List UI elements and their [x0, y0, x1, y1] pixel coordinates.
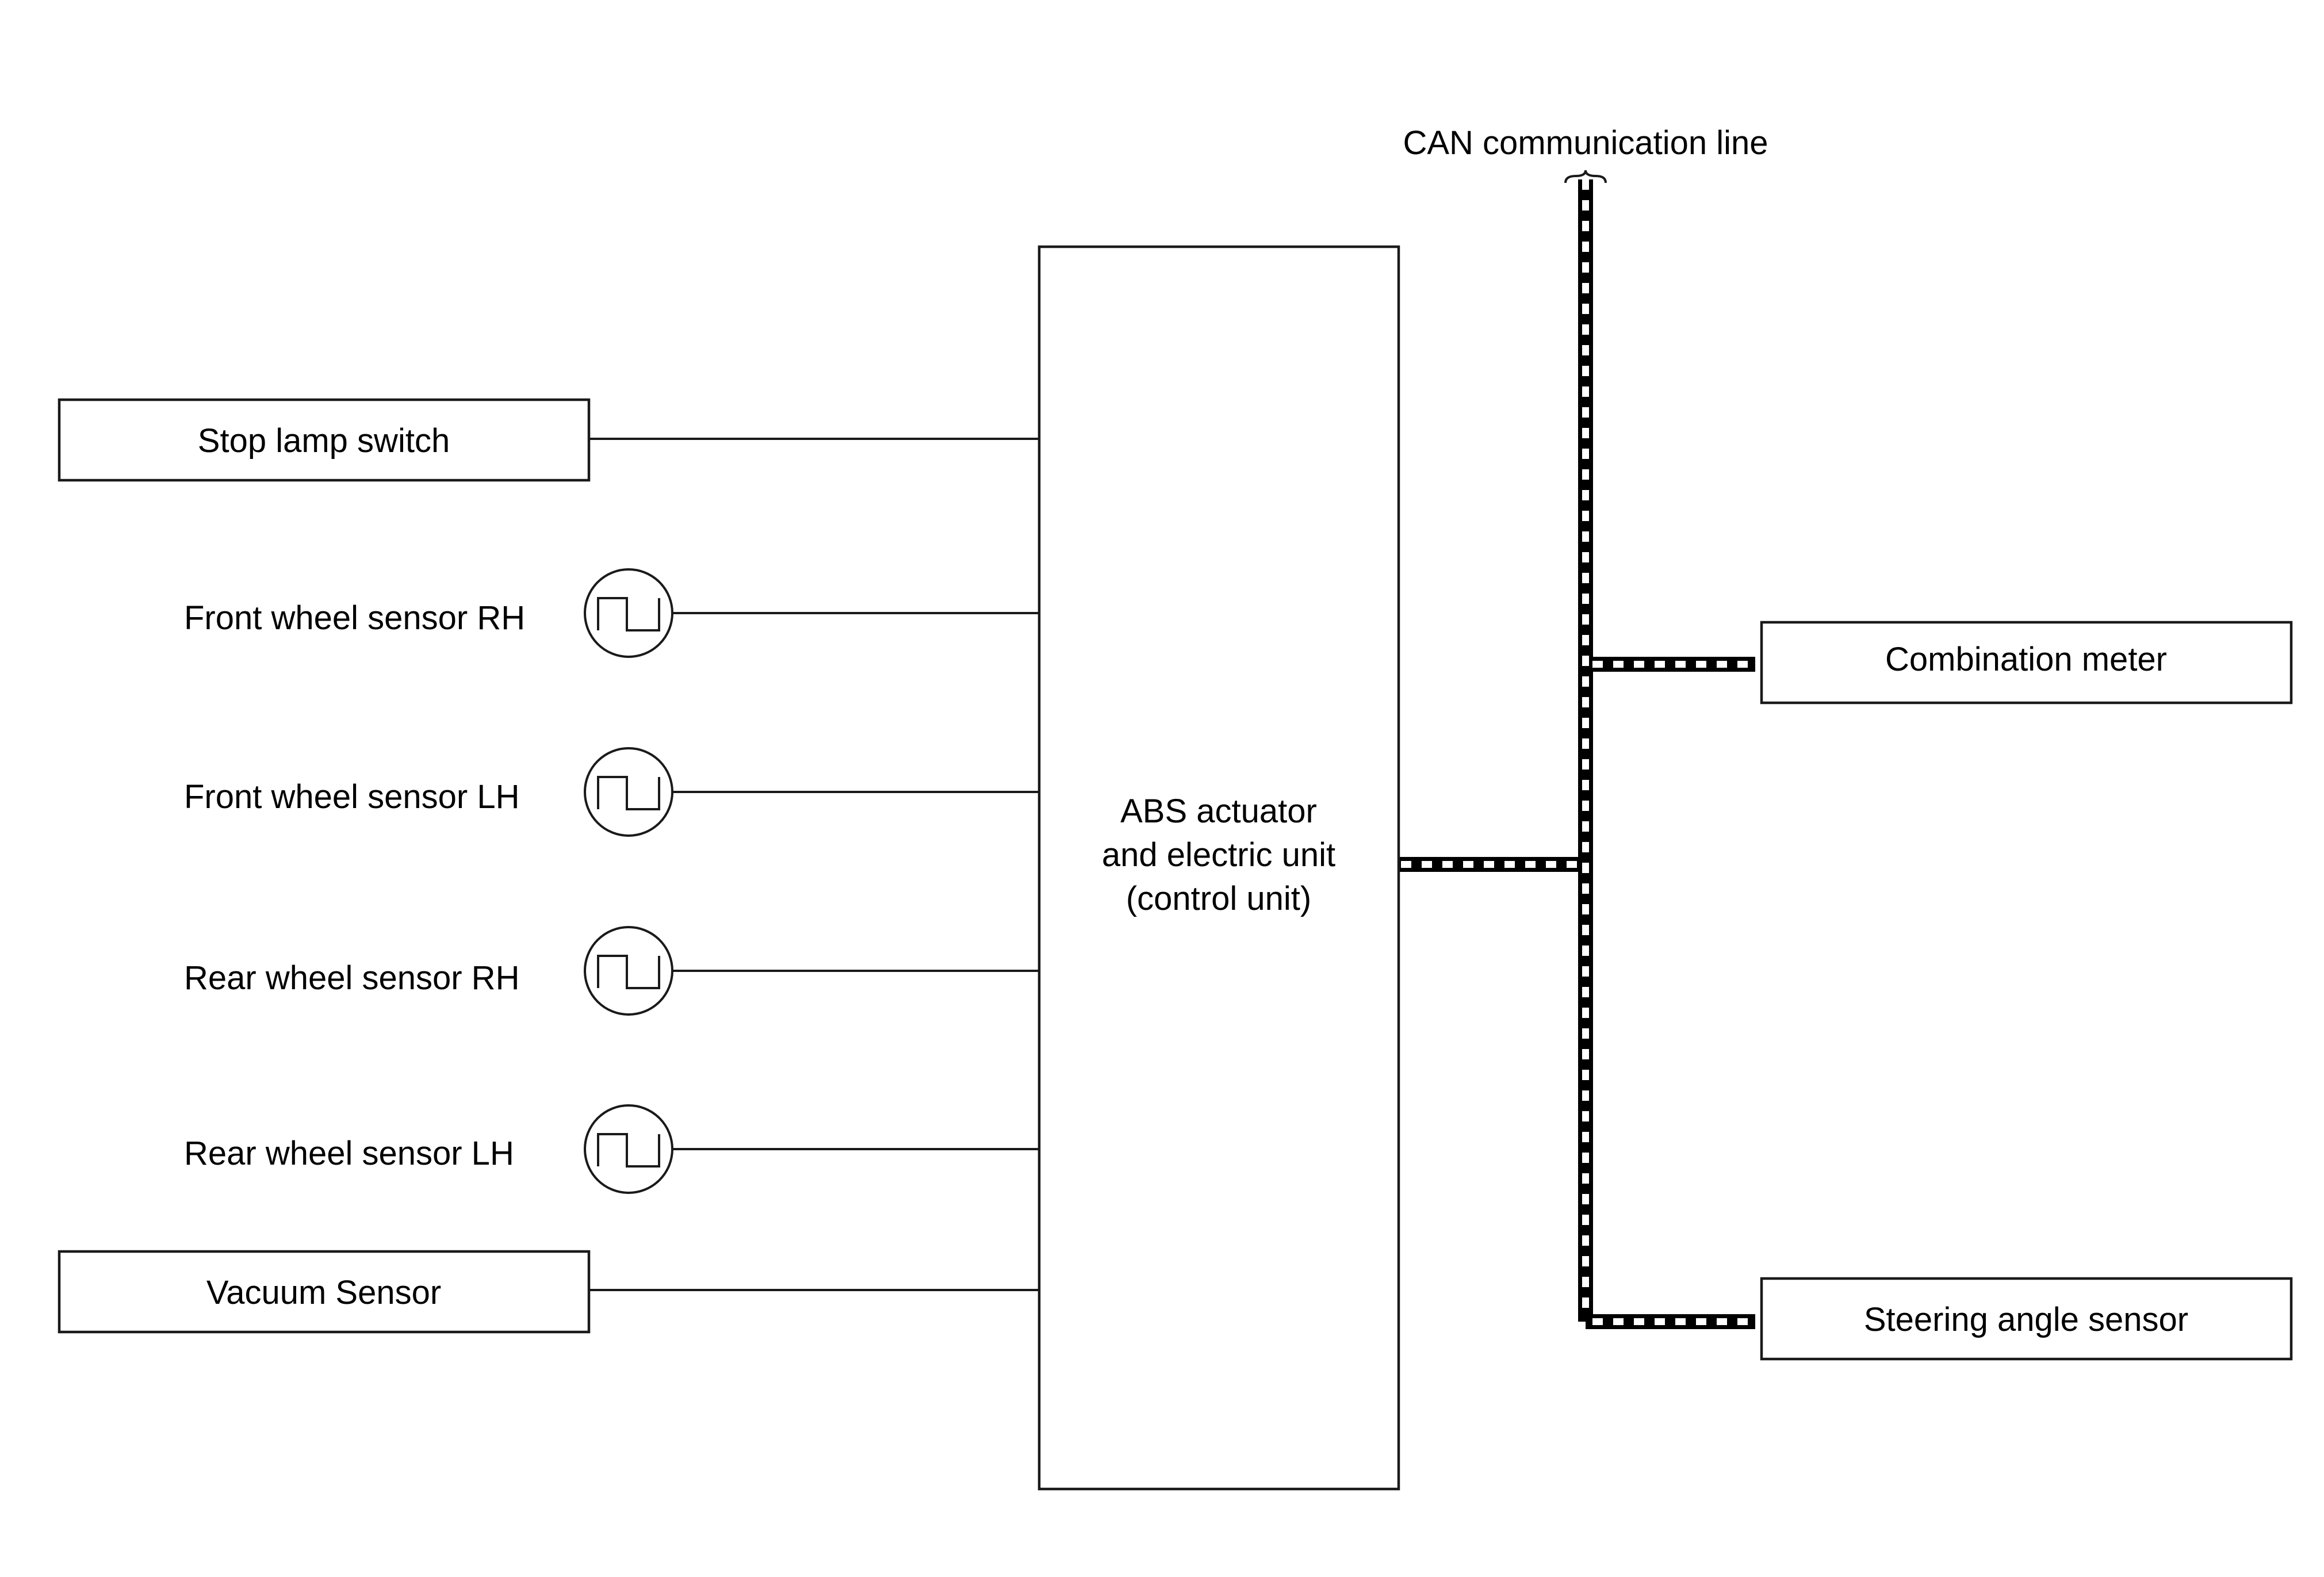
can-bus: [1398, 179, 1755, 1329]
pulse-signal-icon: [584, 747, 673, 837]
steering-angle-sensor: Steering angle sensor: [1760, 1277, 2293, 1361]
rear-wheel-sensor-lh: Rear wheel sensor LH: [184, 1104, 673, 1194]
combination-meter: Combination meter: [1760, 621, 2293, 705]
stop-lamp-switch: Stop lamp switch: [58, 398, 591, 482]
control-unit: ABS actuator and electric unit (control …: [1037, 245, 1400, 1491]
front-wheel-sensor-lh: Front wheel sensor LH: [184, 747, 673, 837]
combination-meter-label: Combination meter: [1885, 641, 2167, 678]
front-wheel-sensor-rh: Front wheel sensor RH: [184, 568, 673, 658]
pulse-signal-icon: [584, 1104, 673, 1194]
signal-wires: [589, 438, 1039, 1291]
combination-meter-box: [1760, 621, 2293, 705]
stop-lamp-switch-label: Stop lamp switch: [198, 422, 450, 460]
front-wheel-sensor-rh-label: Front wheel sensor RH: [184, 599, 525, 637]
can-line-label: CAN communication line: [1403, 124, 1768, 162]
steering-angle-sensor-label: Steering angle sensor: [1864, 1301, 2188, 1338]
steering-angle-sensor-box: [1760, 1277, 2293, 1361]
rear-wheel-sensor-rh-label: Rear wheel sensor RH: [184, 959, 519, 997]
vacuum-sensor-box: [58, 1250, 591, 1334]
rear-wheel-sensor-rh: Rear wheel sensor RH: [184, 926, 673, 1016]
rear-wheel-sensor-lh-label: Rear wheel sensor LH: [184, 1135, 514, 1172]
control-unit-label-line2: and electric unit: [1102, 836, 1335, 874]
pulse-signal-icon: [584, 568, 673, 658]
vacuum-sensor: Vacuum Sensor: [58, 1250, 591, 1334]
control-unit-box: [1037, 245, 1400, 1491]
can-label-brace: [1564, 170, 1607, 183]
control-unit-label-line1: ABS actuator: [1120, 793, 1317, 830]
stop-lamp-switch-box: [58, 398, 591, 482]
control-unit-label-line3: (control unit): [1126, 880, 1311, 917]
pulse-signal-icon: [584, 926, 673, 1016]
front-wheel-sensor-lh-label: Front wheel sensor LH: [184, 778, 519, 816]
vacuum-sensor-label: Vacuum Sensor: [206, 1274, 441, 1311]
